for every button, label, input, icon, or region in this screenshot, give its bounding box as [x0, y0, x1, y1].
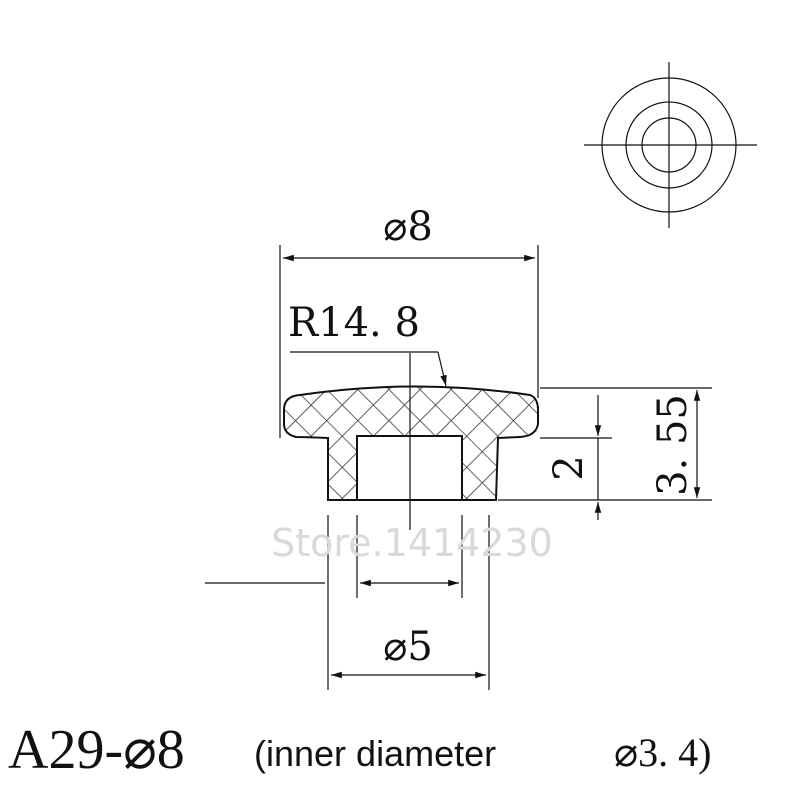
total-height-label: 3. 55 [650, 394, 696, 496]
radius-leader-arrow [437, 351, 447, 387]
outer-diameter-label: ⌀8 [383, 204, 433, 250]
section-body [283, 385, 539, 501]
radius-label: R14. 8 [288, 300, 420, 346]
caption-detail-prefix: (inner diameter [254, 733, 496, 774]
caption-detail-value: ⌀3. 4) [614, 730, 711, 775]
dim-heights [498, 387, 712, 520]
watermark: Store.1414230 [271, 521, 553, 565]
dim-lower [205, 515, 490, 690]
shank-diameter-label: ⌀5 [383, 624, 433, 670]
section-profile [283, 385, 539, 501]
dim-radius [290, 351, 447, 387]
step-height-label: 2 [546, 455, 592, 480]
top-view [584, 62, 757, 228]
caption-model: A29-⌀8 [8, 719, 185, 781]
dim-outer-diameter [279, 245, 539, 438]
